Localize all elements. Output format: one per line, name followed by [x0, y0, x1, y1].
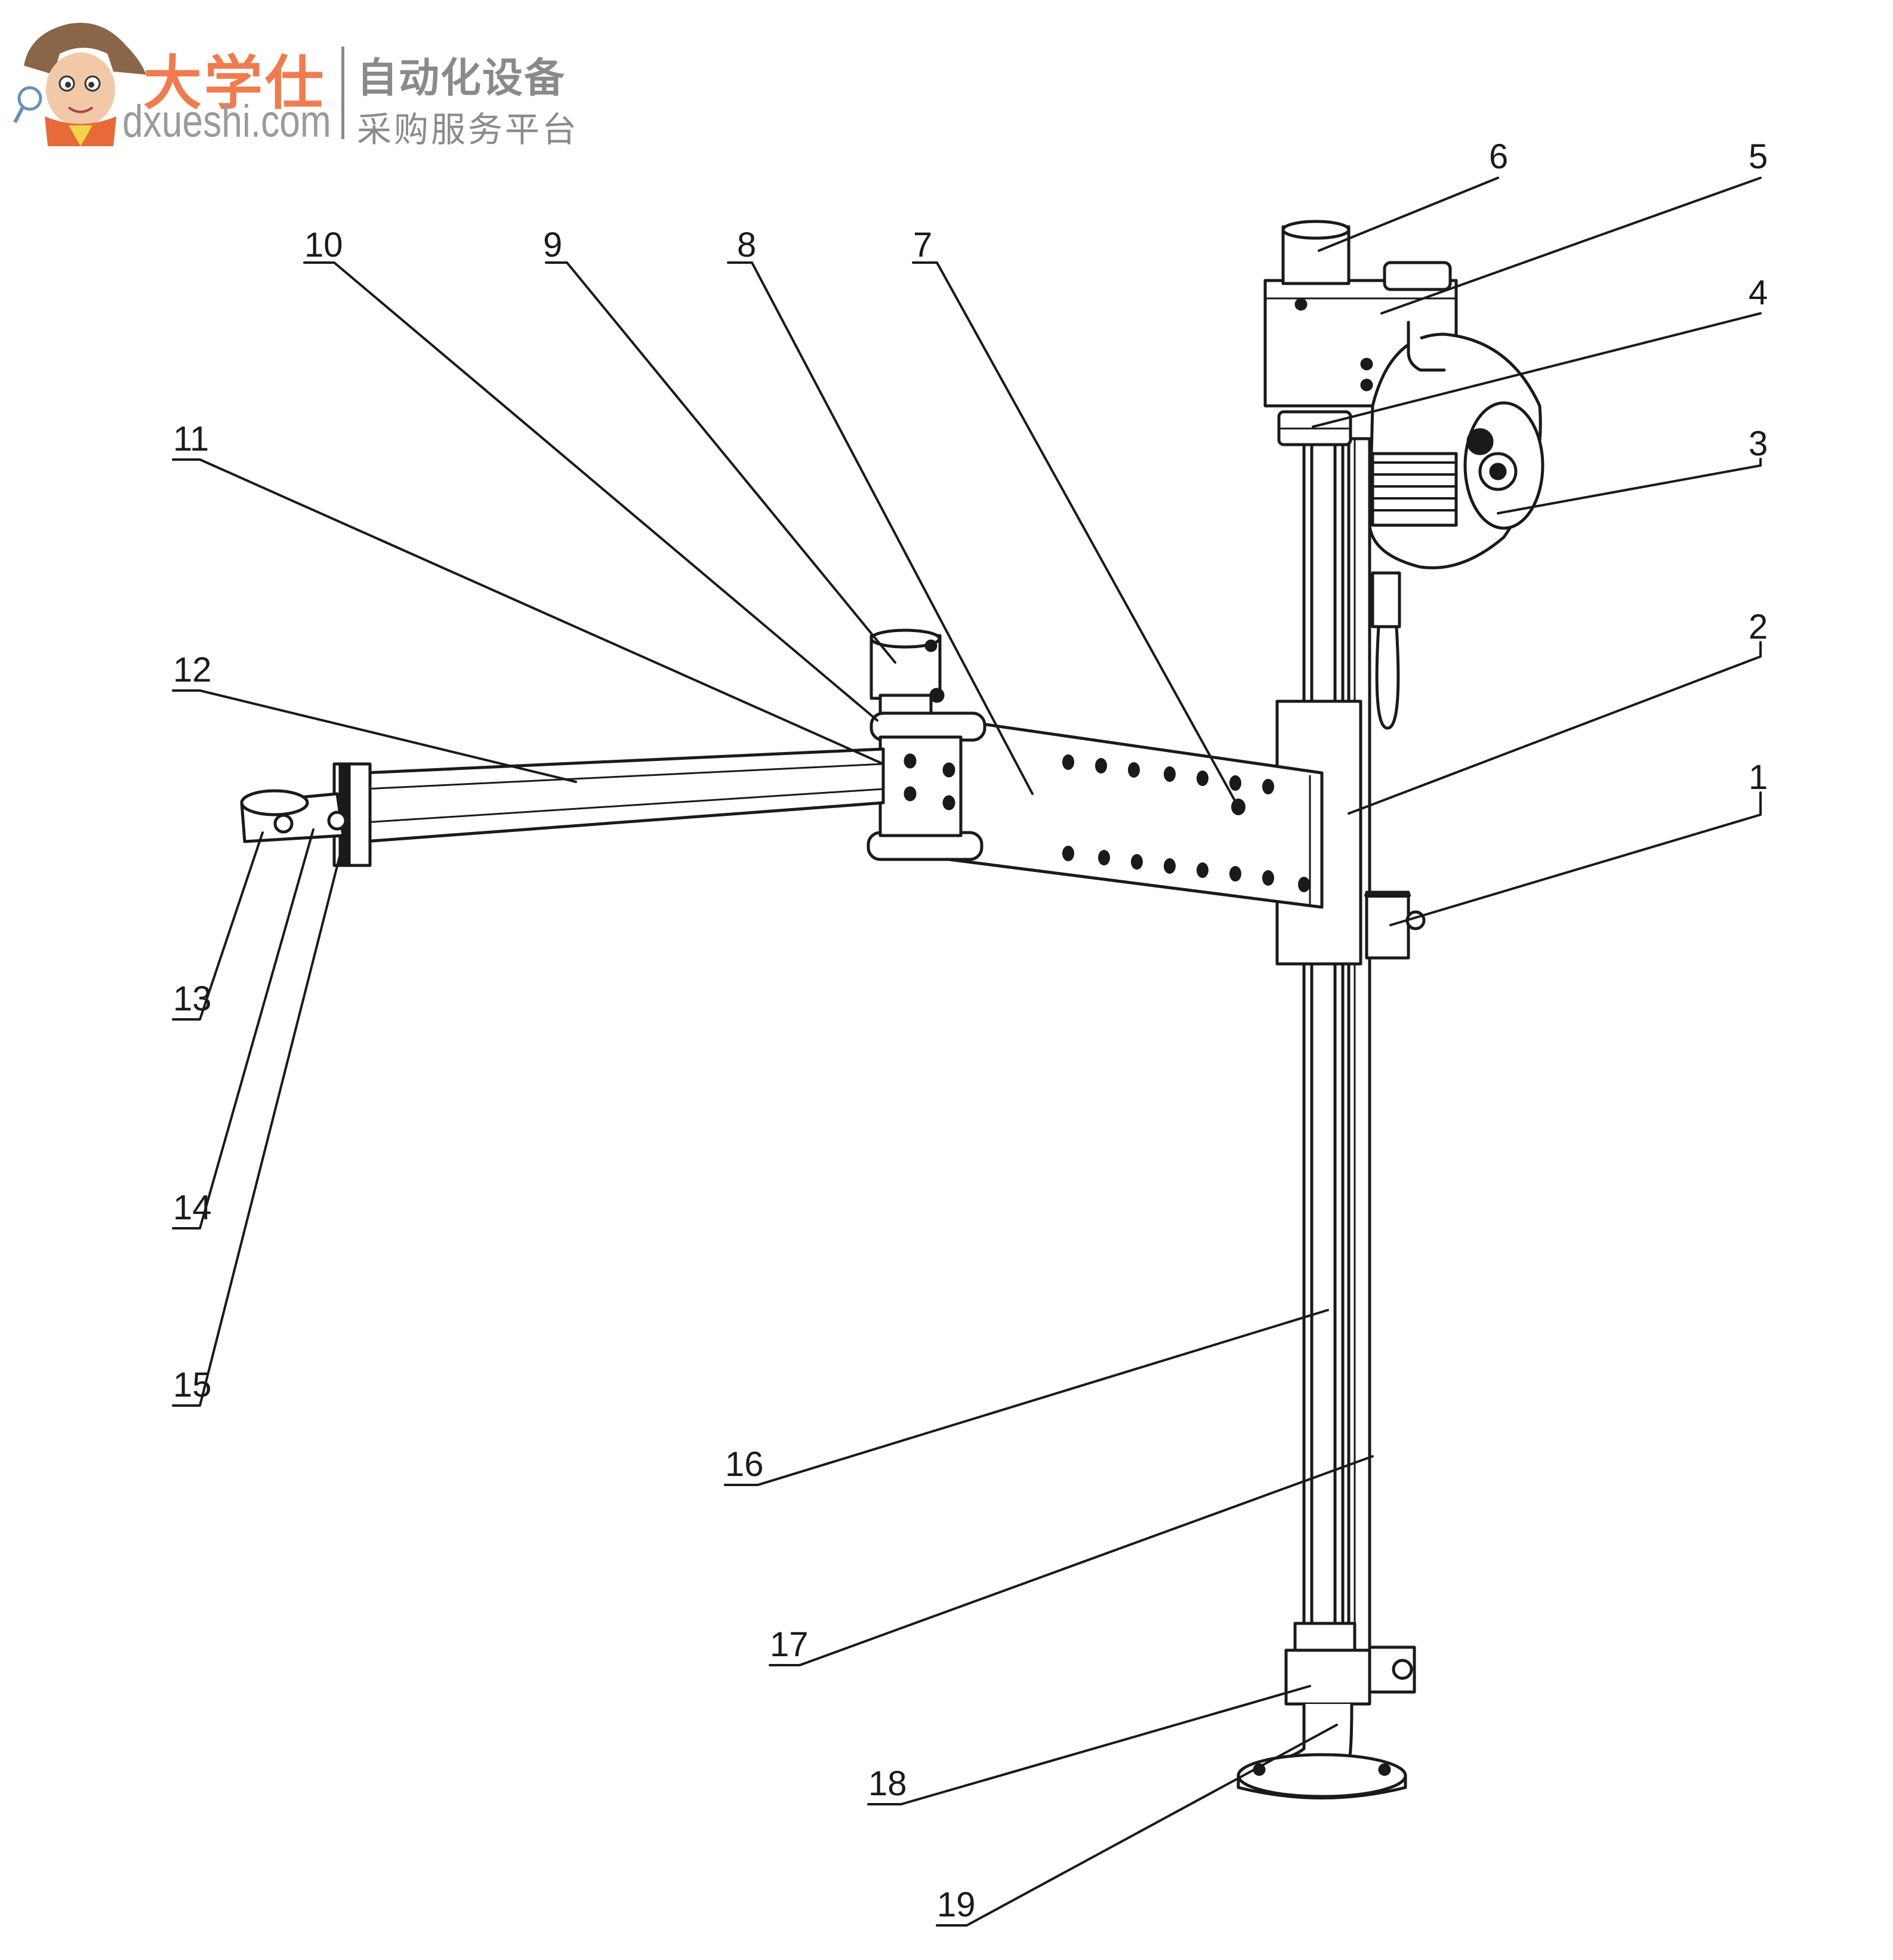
- callout-7: 7: [913, 226, 932, 264]
- callout-9: 9: [543, 226, 562, 264]
- callout-11: 11: [173, 420, 209, 458]
- base-assembly: [1237, 1622, 1416, 1799]
- elbow-joint: [867, 628, 986, 861]
- callout-1: 1: [1749, 758, 1768, 797]
- callout-16: 16: [725, 1445, 764, 1484]
- column-assembly: [1302, 437, 1371, 1700]
- spring-balancer: [1368, 320, 1544, 730]
- callout-12: 12: [173, 651, 212, 689]
- mascot-icon: [13, 23, 146, 146]
- callout-3: 3: [1749, 424, 1768, 463]
- logo-divider: [341, 47, 344, 139]
- callout-14: 14: [173, 1188, 212, 1227]
- callout-13: 13: [173, 979, 212, 1018]
- logo-brand: 大学仕: [143, 50, 326, 118]
- logo-tagline-1: 自动化设备: [357, 55, 566, 102]
- callout-2: 2: [1749, 608, 1768, 646]
- logo-domain: dxueshi.com: [122, 96, 331, 147]
- callout-18: 18: [868, 1764, 907, 1803]
- leader-lines: [172, 177, 1762, 1927]
- callout-10: 10: [304, 226, 343, 264]
- callout-6: 6: [1489, 137, 1508, 176]
- callout-8: 8: [737, 226, 756, 264]
- callout-19: 19: [937, 1885, 976, 1924]
- main-arm: [947, 717, 1324, 909]
- callout-17: 17: [770, 1625, 809, 1664]
- end-effector: [240, 762, 372, 867]
- callout-15: 15: [173, 1366, 212, 1404]
- logo-tagline-2: 采购服务平台: [357, 109, 579, 150]
- callout-4: 4: [1749, 273, 1768, 312]
- extension-arm: [362, 747, 885, 843]
- callout-5: 5: [1749, 137, 1768, 176]
